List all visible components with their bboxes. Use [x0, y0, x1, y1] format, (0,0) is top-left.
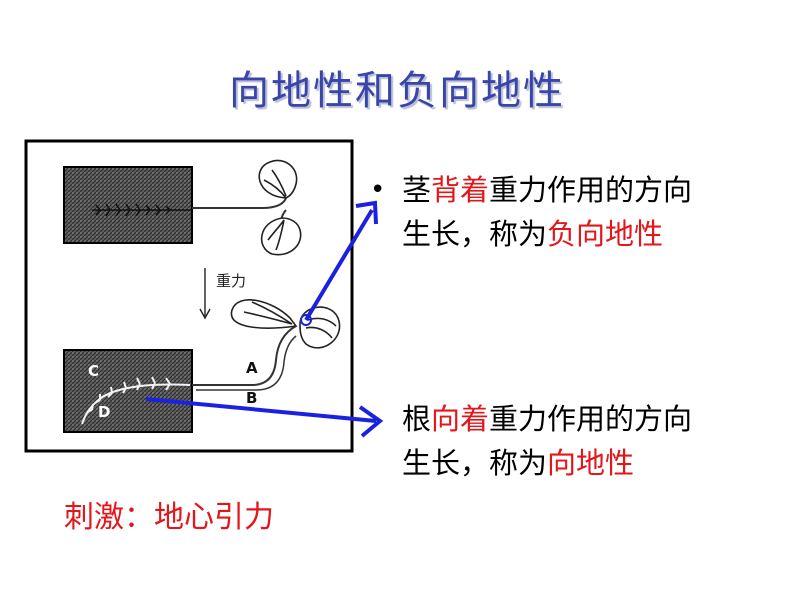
label-c: C — [88, 362, 99, 380]
stem-pointer-origin — [300, 314, 312, 326]
upper-soil-block — [63, 166, 193, 244]
upper-leaves — [258, 159, 302, 256]
stem-pointer-arrowhead — [355, 200, 378, 225]
upper-root — [92, 203, 192, 217]
root-statement-line1: 根向着重力作用的方向 — [402, 397, 762, 441]
root-highlight: 向着 — [431, 402, 490, 436]
root-pointer-arrowhead — [358, 405, 384, 438]
stem-statement-line1: 茎背着重力作用的方向 — [402, 168, 762, 212]
root-statement-line2: 生长，称为向地性 — [402, 441, 762, 485]
label-a: A — [246, 359, 258, 377]
stem-text-rest: 重力作用的方向 — [489, 173, 693, 207]
stem-pointer-arrow — [304, 208, 374, 322]
root-text-line2: 生长，称为 — [402, 446, 548, 480]
page-title: 向地性和负向地性 — [229, 68, 565, 114]
bullet-marker: • — [370, 175, 386, 205]
gravitropism-term: 向地性 — [547, 446, 635, 480]
stem-statement: 茎背着重力作用的方向 生长，称为负向地性 — [402, 168, 762, 256]
root-text: 根 — [402, 402, 432, 436]
label-b: B — [246, 389, 257, 407]
lower-root — [81, 376, 191, 425]
stem-highlight: 背着 — [431, 173, 490, 207]
lower-stem — [192, 325, 297, 386]
root-text-rest: 重力作用的方向 — [489, 402, 693, 436]
root-statement: 根向着重力作用的方向 生长，称为向地性 — [402, 397, 762, 485]
stimulus-caption: 刺激：地心引力 — [64, 500, 274, 535]
stem-statement-line2: 生长，称为负向地性 — [402, 212, 762, 256]
lower-stem-outline — [196, 335, 297, 391]
negative-gravitropism-term: 负向地性 — [547, 217, 664, 251]
root-pointer-arrow — [145, 397, 377, 423]
stem-text-line2: 生长，称为 — [402, 217, 548, 251]
gravity-label: 重力 — [216, 272, 246, 290]
gravity-arrowhead — [199, 308, 211, 320]
label-d: D — [98, 403, 110, 421]
lower-soil-block — [63, 349, 193, 433]
stem-text: 茎 — [402, 173, 432, 207]
